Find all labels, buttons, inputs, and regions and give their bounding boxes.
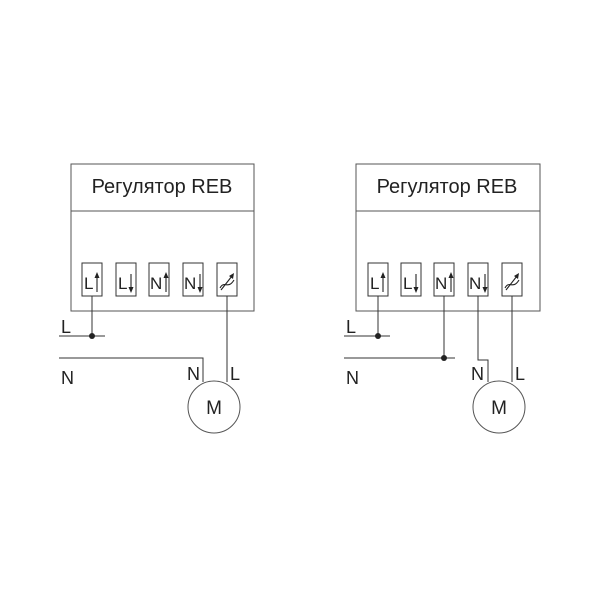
junction-dot: [375, 333, 381, 339]
wiring-diagram-1: Регулятор REB L L N: [59, 163, 255, 434]
motor-n-label: N: [471, 364, 484, 384]
terminal-label: L: [118, 274, 127, 293]
supply-n-label: N: [346, 368, 359, 388]
terminal-label: L: [370, 274, 379, 293]
supply-l-label: L: [346, 317, 356, 337]
wire-motor-n: [477, 296, 489, 382]
controller-title: Регулятор REB: [377, 176, 518, 198]
terminal-n-in: N: [467, 262, 489, 297]
terminal-label: N: [469, 274, 481, 293]
terminal-variable: [216, 262, 238, 297]
terminal-label: L: [84, 274, 93, 293]
motor-l-label: L: [230, 364, 240, 384]
motor-l-label: L: [515, 364, 525, 384]
arrow-up-icon: [380, 272, 386, 292]
terminal-n-out: N: [433, 262, 455, 297]
arrow-down-icon: [128, 274, 134, 293]
controller-title: Регулятор REB: [92, 176, 233, 198]
arrow-up-icon: [163, 272, 169, 292]
terminal-label: N: [150, 274, 162, 293]
junction-dot: [441, 355, 447, 361]
terminal-label: N: [184, 274, 196, 293]
junction-dot: [89, 333, 95, 339]
supply-n-label: N: [61, 368, 74, 388]
terminal-n-out: N: [148, 262, 170, 297]
motor-symbol: [472, 380, 526, 434]
arrow-up-icon: [448, 272, 454, 292]
variable-output-icon: [504, 273, 520, 291]
motor-n-label: N: [187, 364, 200, 384]
terminal-n-in: N: [182, 262, 204, 297]
motor-label: M: [206, 398, 222, 419]
terminal-label: N: [435, 274, 447, 293]
arrow-down-icon: [482, 274, 488, 293]
terminal-l-in: L: [115, 262, 137, 297]
motor-label: M: [491, 398, 507, 419]
wiring-diagram-2: Регулятор REB L L N: [344, 163, 541, 434]
terminal-label: L: [403, 274, 412, 293]
arrow-up-icon: [94, 272, 100, 292]
terminal-variable: [501, 262, 523, 297]
wire-supply-n: [59, 357, 204, 382]
terminal-l-out: L: [81, 262, 103, 297]
terminal-l-in: L: [400, 262, 422, 297]
arrow-down-icon: [413, 274, 419, 293]
motor-symbol: [187, 380, 241, 434]
supply-l-label: L: [61, 317, 71, 337]
terminal-l-out: L: [367, 262, 389, 297]
variable-output-icon: [219, 273, 235, 291]
arrow-down-icon: [197, 274, 203, 293]
